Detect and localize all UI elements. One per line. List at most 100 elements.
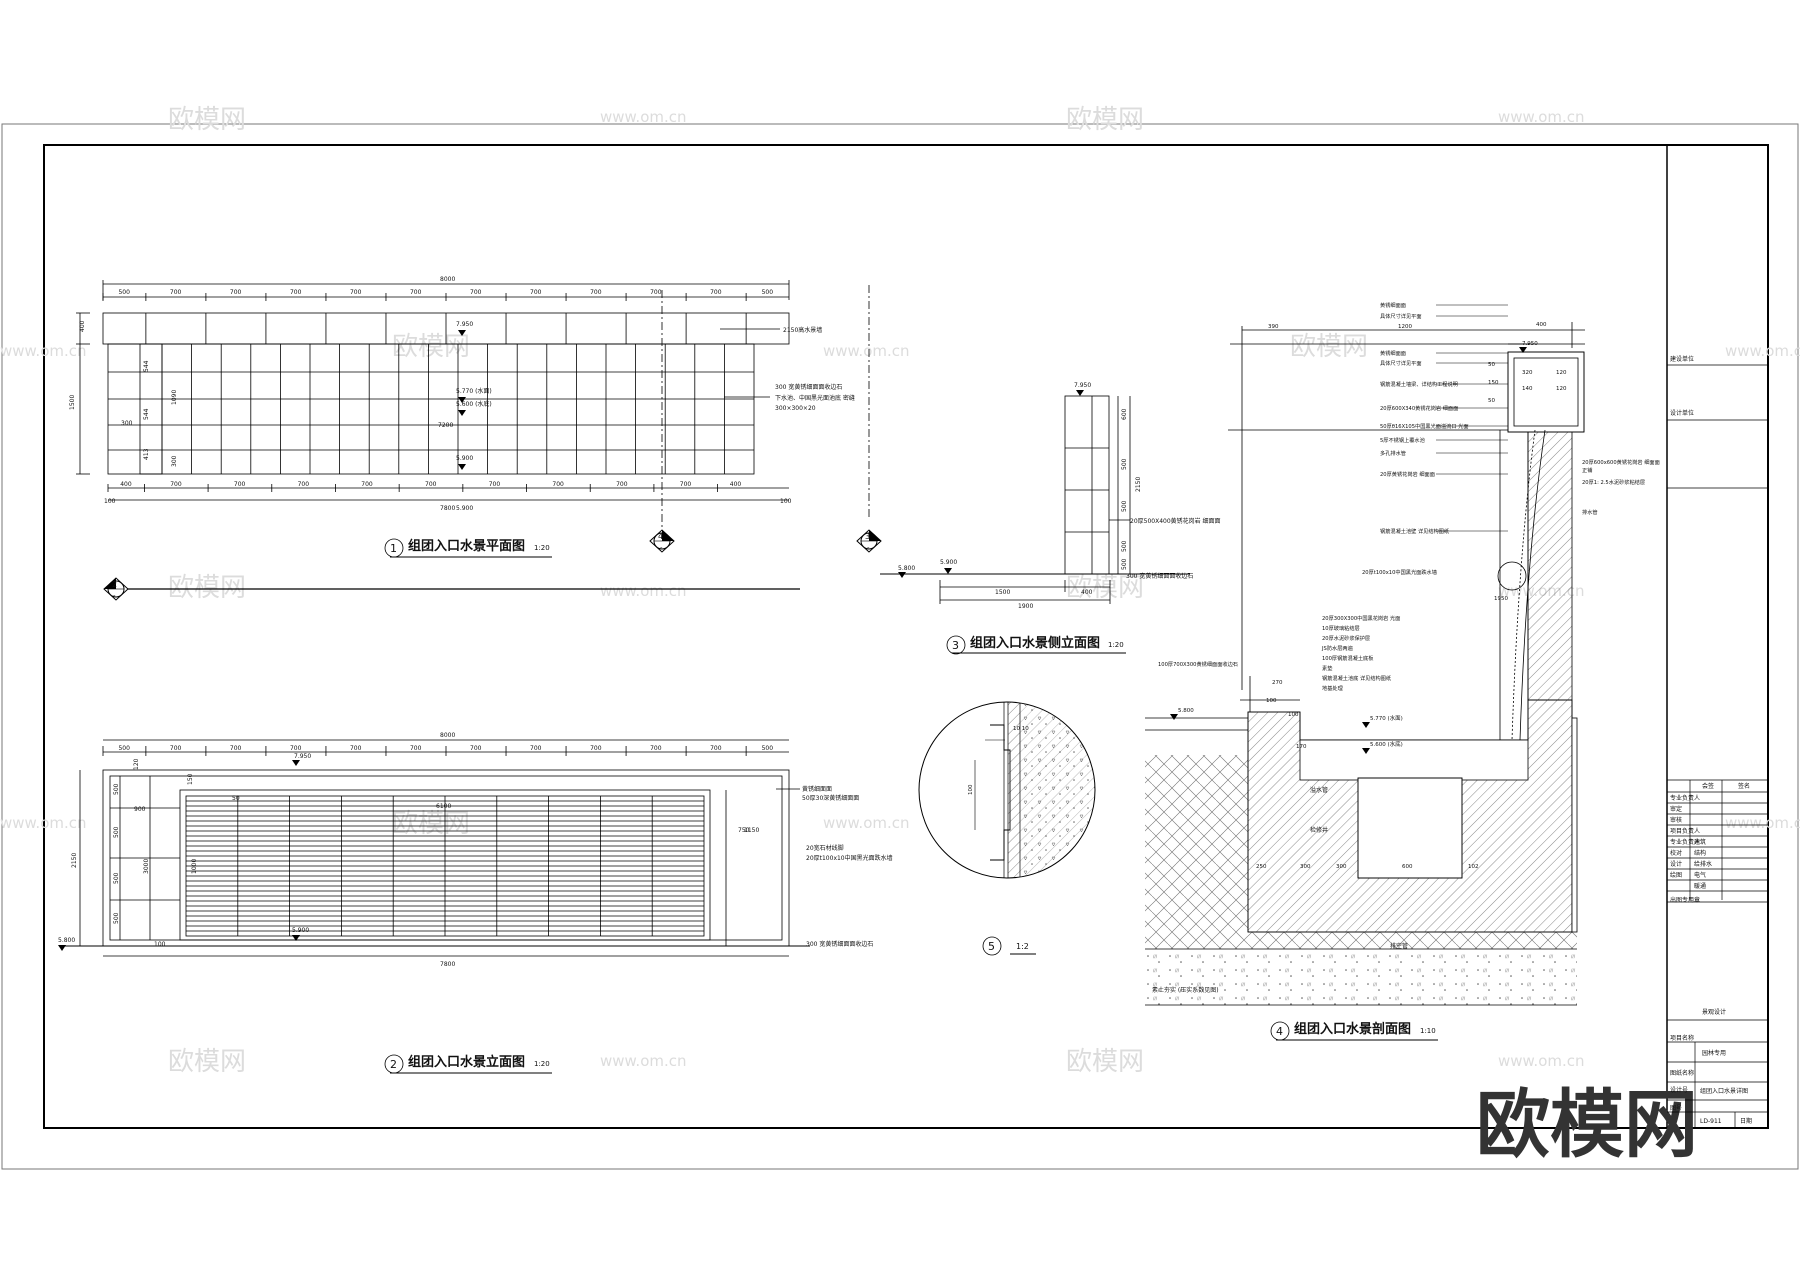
plan-level-top: 7.950 — [456, 321, 473, 328]
section-note: 具体尺寸详见平面 — [1380, 359, 1422, 367]
elev-top-dim-label: 500 — [762, 745, 774, 752]
section-dim: 300 — [1336, 864, 1347, 870]
detail-drawing: 100 10 10 — [918, 701, 1096, 879]
elev-dim: 900 — [134, 806, 146, 813]
tb-label: 设计号 — [1670, 1086, 1688, 1094]
section-note: 具体尺寸详见平面 — [1380, 312, 1422, 320]
section-dim: 300 — [1300, 864, 1311, 870]
plan-bottom-dim-label: 700 — [361, 481, 373, 488]
section-dim: 120 — [1556, 386, 1567, 392]
section-level-ground: 5.800 — [1178, 708, 1194, 714]
elev-note: 50厚30深黄锈细面面 — [802, 794, 859, 802]
section-marker-2: 2 - — [103, 577, 129, 601]
marker-number: 3 — [865, 532, 870, 541]
plan-top-dim-label: 700 — [290, 289, 302, 296]
section-note: 地基处理 — [1322, 684, 1344, 692]
elev-top-dim-label: 700 — [230, 745, 242, 752]
detail-dim: 100 — [968, 784, 974, 795]
tb-header: 签名 — [1738, 782, 1750, 790]
watermark-url: www.om.cn — [600, 108, 687, 126]
drawing-number: 1 — [390, 542, 397, 555]
drawing-title: 组团入口水景侧立面图 — [970, 635, 1100, 651]
tb-row-label: 审定 — [1670, 805, 1682, 813]
elev-top-dim-label: 700 — [170, 745, 182, 752]
drawing-number: 2 — [390, 1058, 397, 1071]
elev-top-dim-label: 500 — [118, 745, 130, 752]
elev-note: 300 宽黄锈细面面收边石 — [806, 940, 873, 948]
watermark-url: www.om.cn — [823, 342, 910, 360]
watermark-logo: 欧模网 — [168, 105, 246, 135]
watermark-url: www.om.cn — [1725, 814, 1800, 832]
side-note: 300 宽黄锈细面面收边石 — [1126, 572, 1193, 580]
section-note: 5厚不锈钢上覆水池 — [1380, 436, 1425, 444]
outer-frame — [1, 123, 1799, 1170]
elev-note: 20厚t100x10中国黑光面跌水墙 — [806, 854, 893, 862]
section-dim: 250 — [1256, 864, 1267, 870]
section-pipe-label: 溢水管 — [1310, 786, 1328, 794]
section-dim: 102 — [1468, 864, 1479, 870]
plan-left-dim: 1500 — [69, 395, 76, 410]
tb-label: 园林专用 — [1702, 1049, 1726, 1057]
elev-dim: 3000 — [143, 859, 150, 874]
elev-dim-6100: 6100 — [436, 803, 451, 810]
watermark-url: www.om.cn — [0, 814, 87, 832]
plan-overall-dim: 8000 — [440, 276, 455, 283]
section-dim: 400 — [1536, 322, 1547, 328]
detail-title: 5 1:2 — [982, 936, 1036, 956]
drawing-scale: 1:2 — [1016, 942, 1029, 951]
section-dim: 600 — [1402, 864, 1413, 870]
plan-bottom-dim-label: 400 — [120, 481, 132, 488]
section-dim: 50 — [1488, 398, 1495, 404]
plan-top-dim-label: 700 — [590, 289, 602, 296]
plan-drawing — [76, 280, 870, 590]
tb-info-label: 建筑 — [1694, 838, 1706, 846]
tb-row-label: 校对 — [1670, 849, 1682, 857]
side-dim: 500 — [1121, 500, 1128, 512]
section-note: 20厚水泥砂浆保护层 — [1322, 634, 1370, 642]
plan-level-ground2: 5.900 — [456, 505, 473, 512]
drawing-title: 组团入口水景剖面图 — [1294, 1021, 1411, 1037]
marker-number: 2 — [112, 580, 117, 589]
section-note: 20厚300X300中国黑花岗岩 光面 — [1322, 614, 1400, 622]
section-dim: 170 — [1296, 744, 1307, 750]
plan-top-dim-label: 700 — [230, 289, 242, 296]
elev-level-top: 7.950 — [294, 753, 311, 760]
plan-inner-dim: 300 — [171, 455, 178, 467]
elev-level-markers — [58, 760, 300, 951]
tb-label: 日期 — [1740, 1117, 1752, 1125]
section-note: 50厚θ16X105中国黑光面溢流口 光面 — [1380, 422, 1469, 430]
plan-level-bottom: 5.600 (水底) — [456, 400, 492, 408]
plan-bottom-dim-label: 700 — [489, 481, 501, 488]
section-note: 黄锈细面面 — [1380, 349, 1406, 357]
section-dim: 50 — [1488, 362, 1495, 368]
elev-top-dim-label: 700 — [410, 745, 422, 752]
section-note: 正铺 — [1582, 466, 1592, 474]
section-note: 10厚玻璃粘结层 — [1322, 624, 1360, 632]
watermark-logo: 欧模网 — [392, 809, 470, 839]
section-pipe-label: 排空管 — [1390, 942, 1408, 950]
side-dim: 600 — [1121, 408, 1128, 420]
drawing-scale: 1:10 — [1420, 1027, 1436, 1035]
side-drawing — [880, 395, 1190, 604]
plan-bottom-overall-dim: 7800 — [440, 505, 455, 512]
watermark-url: www.om.cn — [600, 1052, 687, 1070]
elev-bottom-overall: 7800 — [440, 961, 455, 968]
elev-note: 20宽石材线脚 — [806, 844, 844, 852]
elev-level-ground: 5.800 — [58, 937, 75, 944]
elev-overall-dim: 8000 — [440, 732, 455, 739]
plan-bottom-dim-label: 700 — [234, 481, 246, 488]
watermark-url: www.om.cn — [1498, 1052, 1585, 1070]
watermark-url: www.om.cn — [600, 582, 687, 600]
watermark-logo: 欧模网 — [1066, 1047, 1144, 1077]
plan-edge-dim: 100 — [104, 498, 116, 505]
side-dim: 500 — [1121, 558, 1128, 570]
tb-info-label: 电气 — [1694, 871, 1706, 879]
plan-top-dim-label: 500 — [118, 289, 130, 296]
watermark-big-logo: 欧模网 — [1476, 1082, 1698, 1168]
tb-label: 项目名称 — [1670, 1034, 1694, 1042]
elev-note: 黄锈细面面 — [802, 785, 832, 793]
section-level-top: 7.950 — [1522, 341, 1538, 347]
elev-dim: 120 — [133, 758, 140, 770]
section-dim: 320 — [1522, 370, 1533, 376]
title-block-labels: 会签 签名 建设单位 设计单位 出图专用章 景观设计 项目名称 园林专用 图纸名… — [1670, 355, 1752, 1125]
